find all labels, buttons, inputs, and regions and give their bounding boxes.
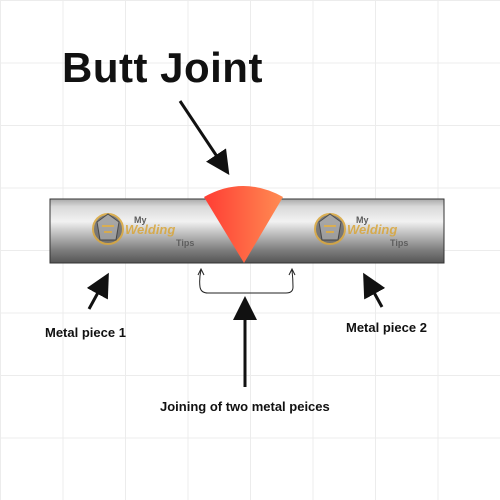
bracket-right-tip — [288, 267, 296, 276]
arrow-metal-piece-1 — [86, 272, 109, 310]
label-joining: Joining of two metal peices — [160, 399, 330, 414]
diagram-title: Butt Joint — [62, 44, 263, 91]
watermark-logo-left: My Welding Tips — [92, 213, 194, 248]
joint-bracket — [199, 269, 294, 294]
label-metal-piece-1: Metal piece 1 — [45, 325, 126, 340]
logo-left-line3: Tips — [176, 238, 194, 248]
logo-left-line1: My — [134, 215, 147, 225]
arrow-metal-piece-2 — [363, 272, 386, 308]
logo-right-line2: Welding — [347, 222, 397, 237]
logo-right-line1: My — [356, 215, 369, 225]
label-metal-piece-2: Metal piece 2 — [346, 320, 427, 335]
bracket-left-tip — [197, 267, 205, 276]
logo-right-line3: Tips — [390, 238, 408, 248]
title-arrow — [178, 100, 230, 175]
weld-bead — [204, 186, 283, 263]
watermark-logo-right: My Welding Tips — [314, 213, 408, 248]
logo-left-line2: Welding — [125, 222, 175, 237]
